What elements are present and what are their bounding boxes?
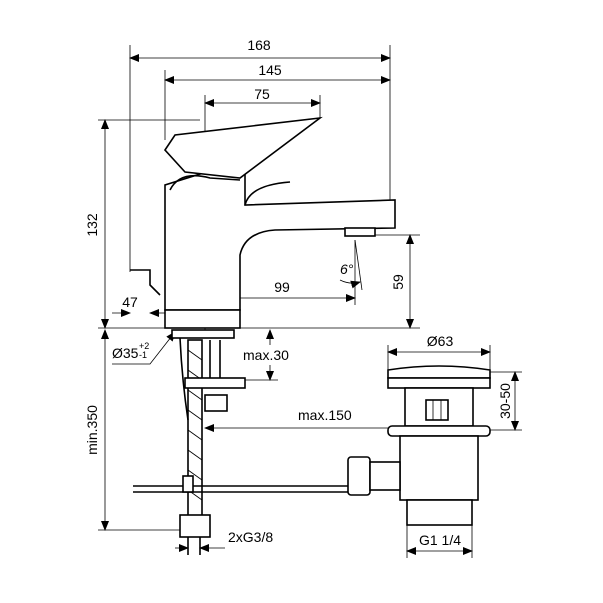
dimension-lines: [101, 54, 519, 555]
faucet-body: [130, 116, 396, 339]
dim-145: 145: [258, 62, 282, 78]
dim-hole-diameter: Ø35: [112, 345, 139, 361]
dim-hole-tol-minus: -1: [139, 350, 147, 360]
dim-waste-diameter: Ø63: [427, 333, 454, 349]
dimension-labels: 168 145 75 132 47 99 59 6° Ø35 +2 -1 max…: [84, 37, 513, 548]
dim-99: 99: [274, 279, 290, 295]
dim-waste-thread: G1 1/4: [419, 532, 461, 548]
dim-75: 75: [254, 86, 270, 102]
dim-47: 47: [122, 294, 138, 310]
dim-max30: max.30: [243, 347, 289, 363]
pop-up-waste: [347, 365, 491, 526]
dim-connections: 2xG3/8: [228, 529, 273, 545]
dim-59: 59: [390, 274, 406, 290]
hoses: [133, 337, 360, 555]
dim-angle: 6°: [340, 261, 354, 277]
dim-hole-tol-plus: +2: [139, 341, 149, 351]
dim-min350: min.350: [84, 405, 100, 455]
dim-max150: max.150: [298, 407, 352, 423]
extension-lines: [98, 45, 522, 558]
dim-waste-height: 30-50: [497, 383, 513, 419]
dim-132: 132: [84, 213, 100, 237]
dim-168: 168: [247, 37, 271, 53]
